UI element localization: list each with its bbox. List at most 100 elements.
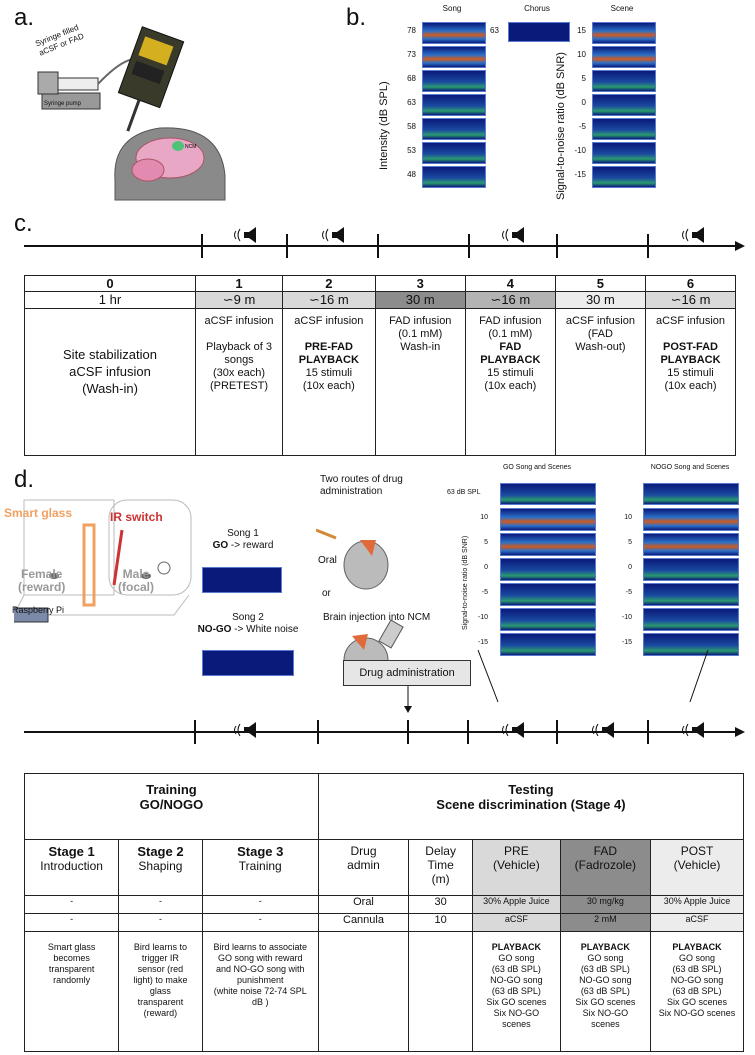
description-line: GO song with reward [217, 953, 303, 963]
table-cell: - [118, 895, 203, 914]
speaker-icon [682, 722, 704, 738]
stage-number-cell: 5 [554, 275, 647, 292]
stage-description-line: (30x each) [213, 367, 265, 379]
stage-description-cell: FAD infusion(0.1 mM)Wash-in [374, 308, 466, 456]
description-line: GO song [679, 953, 716, 963]
scene-spectrogram [592, 166, 656, 188]
scene-level-label: -5 [578, 122, 586, 131]
description-line: becomes [53, 953, 90, 963]
stage-description-line: Wash-in [400, 341, 441, 353]
syringe-pump-shape [41, 92, 101, 110]
song-spectrogram [422, 22, 486, 44]
stage-time-cell: 1 hr [24, 291, 196, 309]
operant-cage-illustration [14, 499, 192, 623]
svg-text:NCM: NCM [185, 144, 196, 150]
stage-description-line: FAD infusion [389, 315, 452, 327]
description-line: GO song [498, 953, 535, 963]
stage-description-line: PLAYBACK [298, 354, 359, 366]
nogo-scenes-title: NOGO Song and Scenes [650, 464, 730, 471]
description-line: PLAYBACK [672, 942, 722, 952]
scene-column-title: Scene [610, 4, 634, 13]
speaker-icon [502, 722, 524, 738]
stage-description-line: Playback of 3 [205, 341, 273, 353]
stage-header-line: (Vehicle) [493, 858, 540, 872]
stage-time-cell: ∽16 m [645, 291, 736, 309]
description-line: Bird learns to [133, 942, 187, 952]
intensity-axis-label: Intensity (dB SPL) [378, 81, 390, 170]
drug-administration-box: Drug administration [343, 660, 471, 686]
stage-description-line: (0.1 mM) [398, 328, 443, 340]
nogo-snr-level: -5 [625, 589, 632, 596]
song-level-label: 68 [407, 74, 416, 83]
stage-header-cell: FAD(Fadrozole) [559, 839, 652, 896]
description-line: dB ) [252, 997, 269, 1007]
table-cell: - [201, 913, 319, 932]
description-line [411, 942, 470, 953]
stage-description-line [648, 328, 733, 341]
song-column-title: Song [442, 4, 462, 13]
stage-header-cell: PRE(Vehicle) [472, 839, 561, 896]
description-line: sensor (red [137, 964, 184, 974]
scene-spectrogram [592, 22, 656, 44]
stage-description-line: POST-FAD [663, 341, 719, 353]
testing-header: Testing Scene discrimination (Stage 4) [317, 773, 745, 840]
table-cell: 30% Apple Juice [472, 895, 561, 914]
stage-header-line: (Vehicle) [673, 858, 721, 872]
scene-level-label: -15 [574, 170, 586, 179]
panel-d-label: d. [14, 466, 35, 493]
panel-c-label: c. [14, 210, 33, 237]
description-line: (63 dB SPL) [672, 964, 722, 974]
description-line: Six GO scenes [667, 997, 728, 1007]
stage-number-cell: 0 [24, 275, 196, 292]
stage-description-line: (10x each) [664, 380, 717, 392]
routes-line1: Two routes of drug [320, 474, 403, 485]
stage-number-cell: 3 [374, 275, 466, 292]
speaker-icon [234, 722, 256, 738]
description-line: trigger IR [141, 953, 179, 963]
description-cell [317, 931, 410, 1052]
stage-description-line: Site stabilization [63, 347, 157, 362]
description-line: scenes [502, 1019, 531, 1029]
stage-description-line: 15 stimuli [305, 367, 353, 379]
stage-description-line: songs [224, 354, 254, 366]
speaker-icon [322, 227, 344, 243]
stage-header-line: Training [238, 859, 282, 873]
description-line: (63 dB SPL) [580, 986, 630, 996]
scene-spectrogram [592, 142, 656, 164]
description-line: Six NO-GO [493, 1008, 540, 1018]
routes-line2: administration [320, 486, 383, 497]
timeline-c [24, 234, 745, 258]
stage-time-cell: ∽16 m [282, 291, 376, 309]
go-scenes-title: GO Song and Scenes [502, 464, 572, 471]
spl-label: 63 dB SPL [447, 489, 481, 496]
nogo-scene-spectrogram [643, 608, 739, 631]
oral-label: Oral [318, 555, 337, 566]
nogo-snr-level: -15 [621, 639, 632, 646]
song-spectrogram [422, 46, 486, 68]
nogo-scene-spectrogram [643, 508, 739, 531]
stage-description-line: (0.1 mM) [488, 328, 533, 340]
song-level-label: 63 [407, 98, 416, 107]
stage-description-line: PRE-FAD [304, 341, 353, 353]
description-line: light) to make [133, 975, 188, 985]
training-title-1: Training [146, 782, 197, 797]
song1-rest: -> reward [228, 540, 274, 551]
speaker-icon [592, 722, 614, 738]
stage-description-line: aCSF infusion [69, 364, 151, 379]
chorus-level: 63 [490, 26, 499, 35]
description-line: (white noise 72-74 SPL [213, 986, 307, 996]
stage-number-cell: 4 [464, 275, 556, 292]
go-song-spectrogram [500, 483, 596, 505]
panel-b-label: b. [346, 4, 367, 31]
stage-number-cell: 2 [282, 275, 376, 292]
stage-header-line: PRE [504, 844, 529, 858]
